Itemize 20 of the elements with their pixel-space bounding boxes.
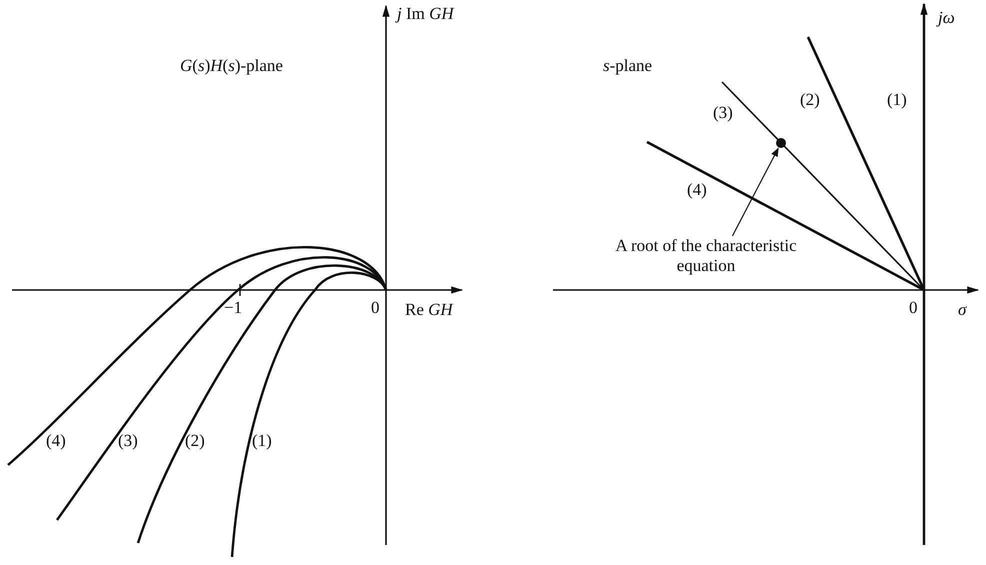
origin-label: 0 xyxy=(909,298,918,318)
ray-label: (3) xyxy=(713,103,733,123)
axis-label: Re GH xyxy=(405,300,453,320)
callout-text: A root of the characteristic equation xyxy=(596,236,816,276)
plane-label: G(s)H(s)-plane xyxy=(180,56,283,76)
curve-label: (2) xyxy=(185,431,205,451)
plane-label: s-plane xyxy=(603,56,652,76)
curve-label: (1) xyxy=(252,431,272,451)
origin-label: 0 xyxy=(371,298,380,318)
tick-label: −1 xyxy=(224,298,242,318)
leader-line xyxy=(732,148,779,236)
curve-label: (4) xyxy=(46,431,66,451)
axis-label: σ xyxy=(958,300,966,320)
axis-label: j Im GH xyxy=(397,4,454,24)
curve-label: (3) xyxy=(118,431,138,451)
root-dot xyxy=(776,138,786,148)
axis-label: jω xyxy=(938,8,955,28)
ray-label: (1) xyxy=(887,90,907,110)
ray-label: (4) xyxy=(687,180,707,200)
ray-label: (2) xyxy=(800,90,820,110)
